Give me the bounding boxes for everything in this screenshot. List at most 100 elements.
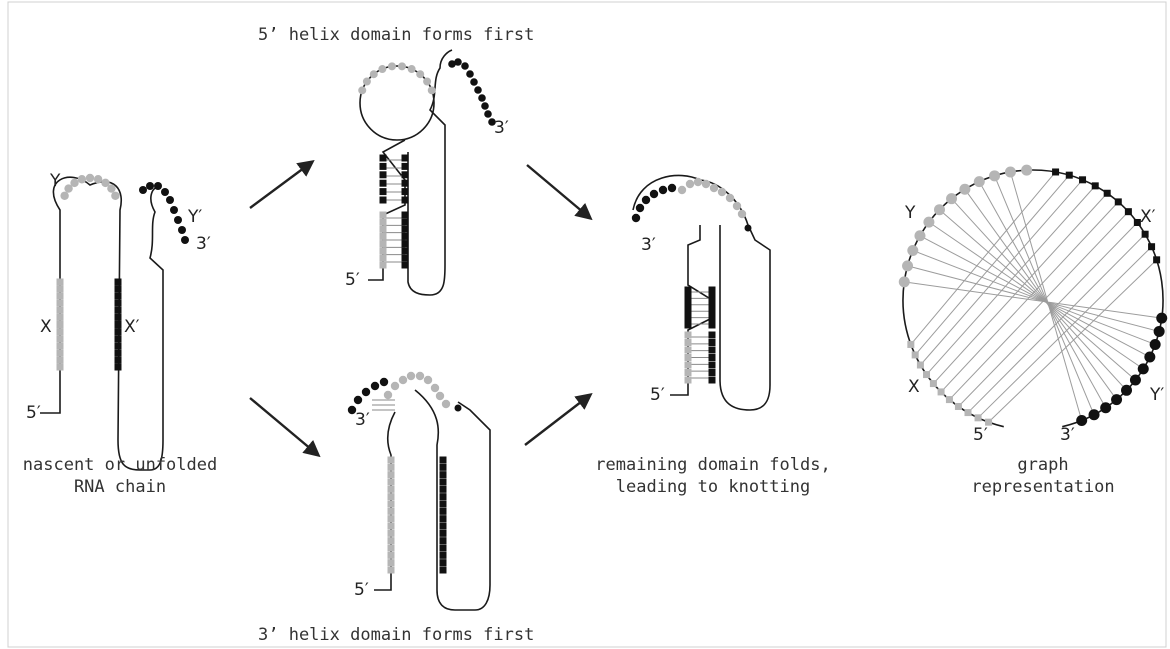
graph-square-X [907, 341, 914, 348]
helix-X-residues [57, 279, 64, 371]
graph-dot-Y [899, 276, 910, 287]
residue-square [709, 315, 716, 322]
label-Y: Y [904, 203, 916, 223]
graph-dot-Y [907, 245, 918, 256]
residue-square [380, 163, 387, 170]
residue-square [402, 226, 409, 233]
residue-square [402, 197, 409, 204]
residue-square [388, 515, 395, 522]
residue-square [685, 339, 692, 346]
residue-square [402, 171, 409, 178]
residue-dot [166, 196, 174, 204]
residue-square [115, 279, 122, 286]
residue-dot [650, 190, 658, 198]
graph-dot-Y-prime [1144, 351, 1155, 362]
residue-square [440, 545, 447, 552]
residue-dot [694, 178, 702, 186]
chord-Y-Yprime [929, 222, 1143, 369]
residue-dot [107, 184, 115, 192]
residue-dot [478, 94, 486, 102]
residue-square [115, 314, 122, 321]
caption-graph-line2: representation [971, 477, 1114, 497]
residue-dot [481, 102, 489, 110]
graph-dot-Y [934, 204, 945, 215]
residue-square [685, 315, 692, 322]
residue-square [57, 307, 64, 314]
residue-square [440, 479, 447, 486]
residue-square [57, 342, 64, 349]
label-5-prime: 5′ [345, 270, 360, 290]
residue-dot [416, 372, 424, 380]
graph-square-X-prime [1142, 231, 1149, 238]
residue-square [685, 287, 692, 294]
residue-dot [407, 372, 415, 380]
residue-square [57, 321, 64, 328]
residue-dot [78, 175, 86, 183]
residue-square [388, 479, 395, 486]
residue-square [440, 471, 447, 478]
graph-dot-Y [1005, 166, 1016, 177]
graph-square-X [965, 409, 972, 416]
residue-square [709, 287, 716, 294]
helix-X-prime-residues [440, 457, 447, 574]
residue-square [402, 233, 409, 240]
residue-square [440, 530, 447, 537]
residue-dot [455, 405, 462, 412]
residue-square [57, 300, 64, 307]
residue-square [440, 559, 447, 566]
graph-dot-Y-prime [1089, 409, 1100, 420]
residue-square [115, 307, 122, 314]
residue-square [402, 155, 409, 162]
arrow-5-helix-to-knot [527, 165, 590, 218]
residue-square [388, 501, 395, 508]
label-3-prime: 3′ [1060, 425, 1075, 445]
residue-square [57, 286, 64, 293]
chord-Y-Yprime [995, 176, 1094, 415]
residue-dot [111, 192, 119, 200]
graph-square-X-prime [1079, 176, 1086, 183]
graph-square-X [912, 351, 919, 358]
residue-dot [139, 186, 147, 194]
residue-square [709, 301, 716, 308]
chord-X-Xprime [989, 260, 1157, 422]
residue-square [115, 321, 122, 328]
residue-dot [454, 58, 462, 66]
residue-square [388, 486, 395, 493]
graph-square-X [955, 403, 962, 410]
arrow-to-3-helix [250, 398, 318, 455]
residue-dot [726, 194, 734, 202]
residue-square [380, 155, 387, 162]
residue-square [440, 486, 447, 493]
residue-square [380, 212, 387, 219]
graph-dot-Y [1021, 165, 1032, 176]
caption-5-helix-first: 5’ helix domain forms first [258, 25, 534, 45]
residue-dot [416, 70, 424, 78]
graph-dot-Y [959, 184, 970, 195]
residue-square [380, 197, 387, 204]
label-Y-prime: Y′ [1149, 385, 1164, 405]
chord-Y-Yprime [908, 266, 1160, 332]
residue-square [685, 369, 692, 376]
chord-X-Xprime [941, 202, 1118, 392]
residue-square [380, 226, 387, 233]
chord-X-Xprime [915, 175, 1069, 355]
residue-square [709, 332, 716, 339]
graph-dot-Y [923, 217, 934, 228]
residue-dot [391, 382, 399, 390]
residue-square [685, 332, 692, 339]
residue-dot [686, 180, 694, 188]
caption-knot-line1: remaining domain folds, [595, 455, 830, 475]
residue-dot [436, 392, 444, 400]
residue-square [402, 219, 409, 226]
residue-dot [371, 382, 379, 390]
label-X-prime: X′ [1140, 207, 1156, 227]
label-X: X [40, 317, 52, 337]
residue-square [57, 349, 64, 356]
residue-dot [428, 86, 436, 94]
helix-Y-prime-residues [448, 58, 496, 126]
residue-dot [461, 62, 469, 70]
residue-square [57, 279, 64, 286]
graph-square-X [930, 380, 937, 387]
residue-square [402, 180, 409, 187]
helix-Y-residues [384, 372, 450, 408]
